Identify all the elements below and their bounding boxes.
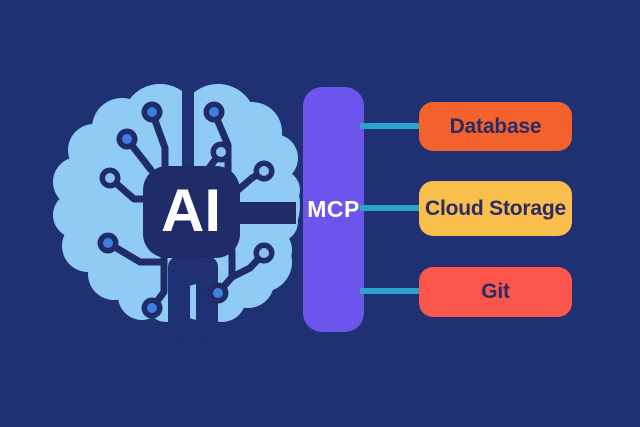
circuit-node-core (105, 173, 115, 183)
circuit-node-cores-light (105, 147, 269, 258)
ai-label: AI (161, 177, 221, 244)
cloud-storage-box: Cloud Storage (419, 181, 572, 236)
circuit-node-cores (103, 107, 223, 313)
cloud-storage-label: Cloud Storage (425, 196, 566, 220)
connector-database (360, 123, 422, 129)
circuit-node-core (209, 107, 219, 117)
circuit-trace (148, 108, 169, 176)
circuit-node-core (122, 134, 132, 144)
database-label: Database (449, 114, 542, 138)
ai-chip-stub (236, 202, 296, 224)
circuit-node-core (216, 147, 226, 157)
circuit-node-core (213, 288, 223, 298)
connector-cloud-storage (360, 205, 422, 211)
brain-fissure (168, 86, 218, 340)
circuit-node-core (259, 166, 269, 176)
connector-git (360, 288, 422, 294)
circuit-trace (106, 174, 150, 203)
database-box: Database (419, 102, 572, 151)
mcp-hub: MCP (303, 87, 364, 332)
circuit-node-core (259, 248, 269, 258)
circuit-node-core (147, 107, 157, 117)
circuit-node-core (103, 238, 113, 248)
git-label: Git (481, 280, 510, 303)
ai-chip: AI (143, 166, 240, 258)
circuit-trace (104, 239, 168, 266)
circuit-node-core (147, 303, 157, 313)
mcp-label: MCP (307, 196, 360, 222)
git-box: Git (419, 267, 572, 317)
